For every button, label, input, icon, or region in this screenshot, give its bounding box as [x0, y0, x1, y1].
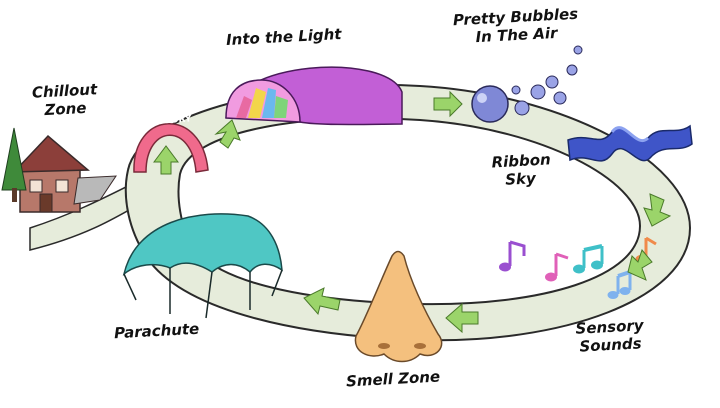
nose-icon [354, 250, 443, 363]
arch-sign-text: SENSORY [144, 114, 192, 127]
label-ribbon-sky: Ribbon Sky [491, 150, 552, 189]
tunnel-icon [225, 66, 403, 126]
house-icon [12, 134, 117, 213]
ribbon-icon [567, 124, 693, 162]
tree-icon [1, 127, 27, 202]
parachute-icon [122, 213, 283, 319]
label-chillout-zone: Chillout Zone [31, 80, 98, 120]
arch-icon: SENSORY [133, 114, 209, 173]
label-sensory-sounds: Sensory Sounds [575, 316, 644, 356]
arrow-icon [153, 90, 672, 334]
label-pretty-bubbles: Pretty Bubbles In The Air [452, 4, 579, 47]
bubbles-icon [471, 45, 583, 123]
